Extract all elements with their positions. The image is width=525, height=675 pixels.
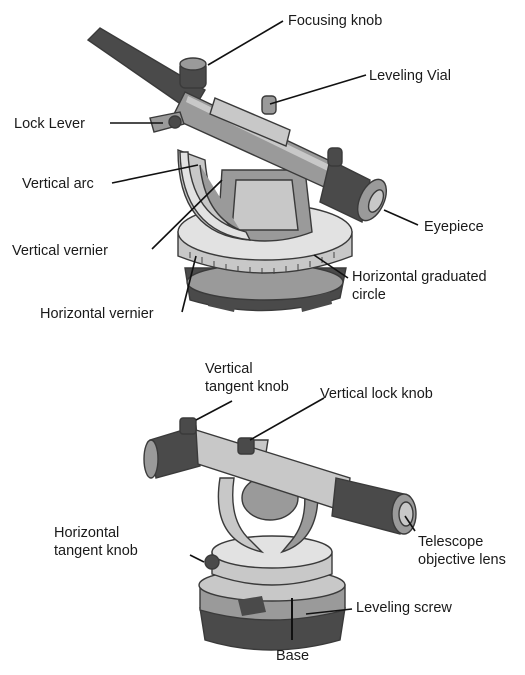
leader-leveling-vial xyxy=(270,75,366,104)
leader-vertical-lock-knob xyxy=(250,398,324,440)
label-leveling-vial: Leveling Vial xyxy=(369,68,451,84)
label-vertical-lock-knob: Vertical lock knob xyxy=(320,386,433,402)
label-horizontal-tangent-knob-line2: tangent knob xyxy=(54,543,138,559)
label-lock-lever: Lock Lever xyxy=(14,116,85,132)
leader-eyepiece xyxy=(384,210,418,225)
label-horizontal-graduated-circle-line1: Horizontal graduated xyxy=(352,269,487,285)
top-focusing-knob xyxy=(180,58,206,88)
label-horizontal-graduated-circle-line2: circle xyxy=(352,287,386,303)
label-vertical-vernier: Vertical vernier xyxy=(12,243,108,259)
label-horizontal-vernier: Horizontal vernier xyxy=(40,306,154,322)
label-base: Base xyxy=(276,648,309,664)
bottom-horizontal-circle xyxy=(205,536,332,585)
label-telescope-objective-lens-line2: objective lens xyxy=(418,552,506,568)
top-lock-lever xyxy=(150,112,184,132)
bottom-vertical-tangent-knob xyxy=(180,418,196,434)
label-vertical-arc: Vertical arc xyxy=(22,176,94,192)
label-focusing-knob: Focusing knob xyxy=(288,13,382,29)
label-vertical-tangent-knob-line1: Vertical xyxy=(205,361,253,377)
label-eyepiece: Eyepiece xyxy=(424,219,484,235)
label-telescope-objective-lens-line1: Telescope xyxy=(418,534,483,550)
bottom-vertical-lock-knob xyxy=(238,438,254,454)
leader-focusing-knob xyxy=(208,21,283,65)
leader-horizontal-tangent-knob xyxy=(190,555,204,562)
label-horizontal-tangent-knob-line1: Horizontal xyxy=(54,525,119,541)
label-leveling-screw: Leveling screw xyxy=(356,600,452,616)
label-vertical-tangent-knob-line2: tangent knob xyxy=(205,379,289,395)
leader-vertical-tangent-knob xyxy=(196,401,232,420)
instrument-view-top xyxy=(88,28,392,312)
